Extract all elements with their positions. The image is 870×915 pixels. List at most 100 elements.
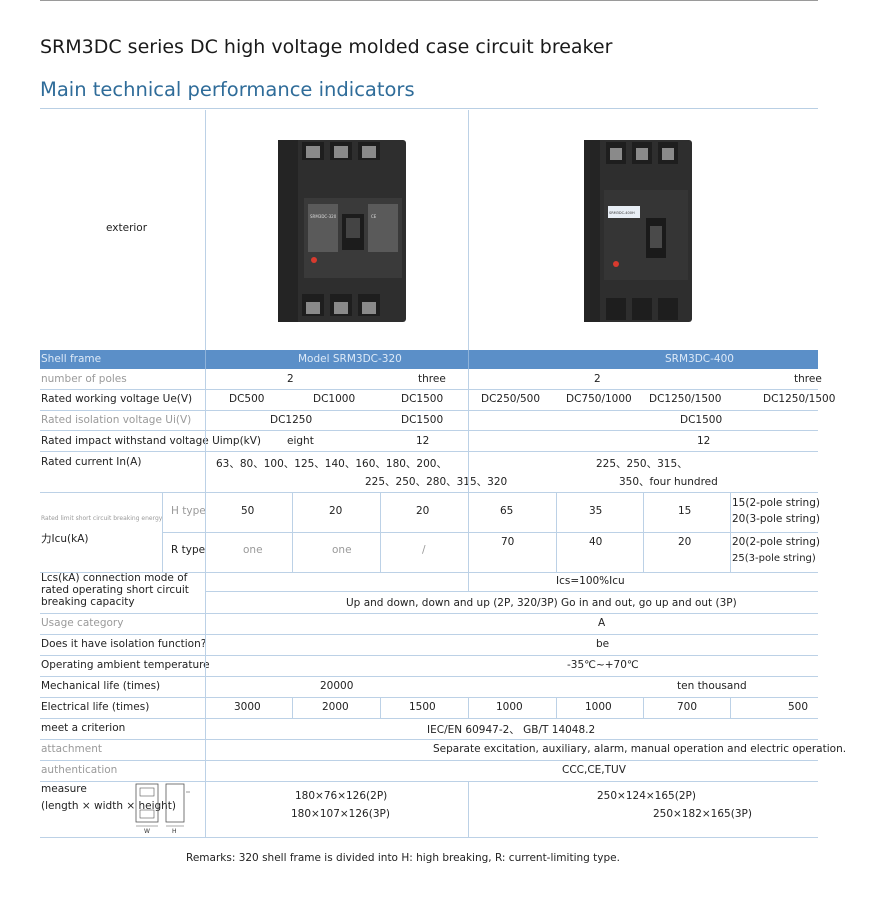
subtitle-rule	[40, 108, 818, 109]
working-voltage-3: DC1500	[401, 393, 444, 405]
divider	[556, 493, 557, 573]
divider	[292, 697, 293, 718]
r-value-4: 70	[501, 536, 515, 548]
row-rule	[40, 837, 818, 838]
isolation-voltage-320-2p: DC1250	[270, 414, 313, 426]
working-voltage-1: DC500	[229, 393, 265, 405]
connection-value: Up and down, down and up (2P, 320/3P) Go…	[346, 597, 737, 609]
h-type-label: H type	[171, 505, 206, 517]
exterior-label: exterior	[106, 222, 148, 234]
rated-current-320-line2: 225、250、280、315、320	[365, 476, 508, 488]
row-rule	[40, 676, 818, 677]
dimension-h-label: H	[172, 828, 177, 834]
isolation-label: Does it have isolation function?	[41, 638, 207, 650]
row-rule	[40, 613, 818, 614]
remarks-note: Remarks: 320 shell frame is divided into…	[186, 852, 620, 864]
authentication-value: CCC,CE,TUV	[562, 764, 626, 776]
electrical-life-3: 1500	[409, 701, 436, 713]
divider	[730, 493, 731, 573]
short-circuit-label-main: 力Icu(kA)	[41, 533, 89, 545]
h-value-2: 20	[329, 505, 343, 517]
row-rule	[40, 781, 818, 782]
divider	[205, 110, 206, 350]
isolation-voltage-400: DC1500	[680, 414, 723, 426]
page-title: SRM3DC series DC high voltage molded cas…	[40, 36, 613, 58]
attachment-label: attachment	[41, 743, 102, 755]
mechanical-life-label: Mechanical life (times)	[41, 680, 161, 692]
divider	[468, 697, 469, 718]
r-value-5: 40	[589, 536, 603, 548]
poles-320-2p: 2	[287, 373, 294, 385]
electrical-life-6: 700	[677, 701, 698, 713]
lcs-value: Ics=100%Icu	[556, 575, 625, 587]
working-voltage-5: DC750/1000	[566, 393, 632, 405]
measure-320-2p: 180×76×126(2P)	[295, 790, 388, 802]
short-circuit-label-small: Rated limit short circuit breaking energ…	[41, 515, 163, 522]
measure-400-3p: 250×182×165(3P)	[653, 808, 752, 820]
working-voltage-label: Rated working voltage Ue(V)	[41, 393, 193, 405]
usage-category-label: Usage category	[41, 617, 124, 629]
rated-current-400-line1: 225、250、315、	[596, 458, 688, 470]
impact-voltage-320-3p: 12	[416, 435, 430, 447]
measure-label-detail: (length × width × height)	[41, 800, 177, 812]
row-rule	[162, 532, 818, 533]
lcs-label: Lcs(kA) connection mode of rated operati…	[41, 572, 189, 608]
h-value-last-2: 20(3-pole string)	[732, 513, 820, 525]
h-value-4: 65	[500, 505, 514, 517]
isolation-voltage-320-3p: DC1500	[401, 414, 444, 426]
shell-frame-320: Model SRM3DC-320	[298, 353, 402, 365]
row-rule	[40, 697, 818, 698]
measure-320-3p: 180×107×126(3P)	[291, 808, 390, 820]
divider	[556, 697, 557, 718]
poles-400-2p: 2	[594, 373, 601, 385]
breaker-320-badge: CE	[371, 214, 377, 219]
breaker-320-image: SRM3DC-320 CE	[278, 140, 406, 322]
divider	[205, 369, 206, 493]
divider	[162, 493, 163, 573]
divider	[468, 369, 469, 493]
row-rule	[40, 718, 818, 719]
electrical-life-label: Electrical life (times)	[41, 701, 150, 713]
measure-400-2p: 250×124×165(2P)	[597, 790, 696, 802]
row-rule	[40, 655, 818, 656]
ambient-value: -35℃~+70℃	[567, 659, 639, 671]
row-rule	[40, 430, 818, 431]
divider	[205, 493, 206, 573]
impact-voltage-400: 12	[697, 435, 711, 447]
usage-category-value: A	[598, 617, 606, 629]
divider	[730, 697, 731, 718]
criterion-label: meet a criterion	[41, 722, 126, 734]
working-voltage-2: DC1000	[313, 393, 356, 405]
authentication-label: authentication	[41, 764, 118, 776]
working-voltage-4: DC250/500	[481, 393, 541, 405]
isolation-value: be	[596, 638, 610, 650]
electrical-life-5: 1000	[585, 701, 612, 713]
row-rule	[40, 634, 818, 635]
rated-current-320-line1: 63、80、100、125、140、160、180、200、	[216, 458, 447, 470]
row-rule	[40, 760, 818, 761]
divider	[205, 572, 206, 781]
r-value-last-1: 20(2-pole string)	[732, 536, 820, 548]
r-value-3: /	[422, 544, 426, 556]
divider	[643, 697, 644, 718]
dimension-diagram-icon: W H	[135, 783, 190, 834]
divider	[205, 781, 206, 837]
divider	[380, 697, 381, 718]
section-subtitle: Main technical performance indicators	[40, 78, 415, 101]
row-rule	[40, 739, 818, 740]
criterion-value: IEC/EN 60947-2、 GB/T 14048.2	[427, 724, 596, 736]
divider	[468, 110, 469, 350]
shell-frame-label: Shell frame	[41, 353, 102, 365]
mechanical-life-400: ten thousand	[677, 680, 747, 692]
row-rule	[40, 410, 818, 411]
attachment-value: Separate excitation, auxiliary, alarm, m…	[433, 743, 847, 755]
breaker-400-badge: SRM3DC-400H	[609, 211, 635, 215]
divider	[468, 493, 469, 573]
divider	[643, 493, 644, 573]
h-value-6: 15	[678, 505, 692, 517]
r-value-last-2: 25(3-pole string)	[732, 553, 816, 564]
divider	[468, 350, 469, 369]
working-voltage-7: DC1250/1500	[763, 393, 836, 405]
rated-current-400-line2: 350、four hundred	[619, 476, 718, 488]
row-rule	[40, 451, 818, 452]
